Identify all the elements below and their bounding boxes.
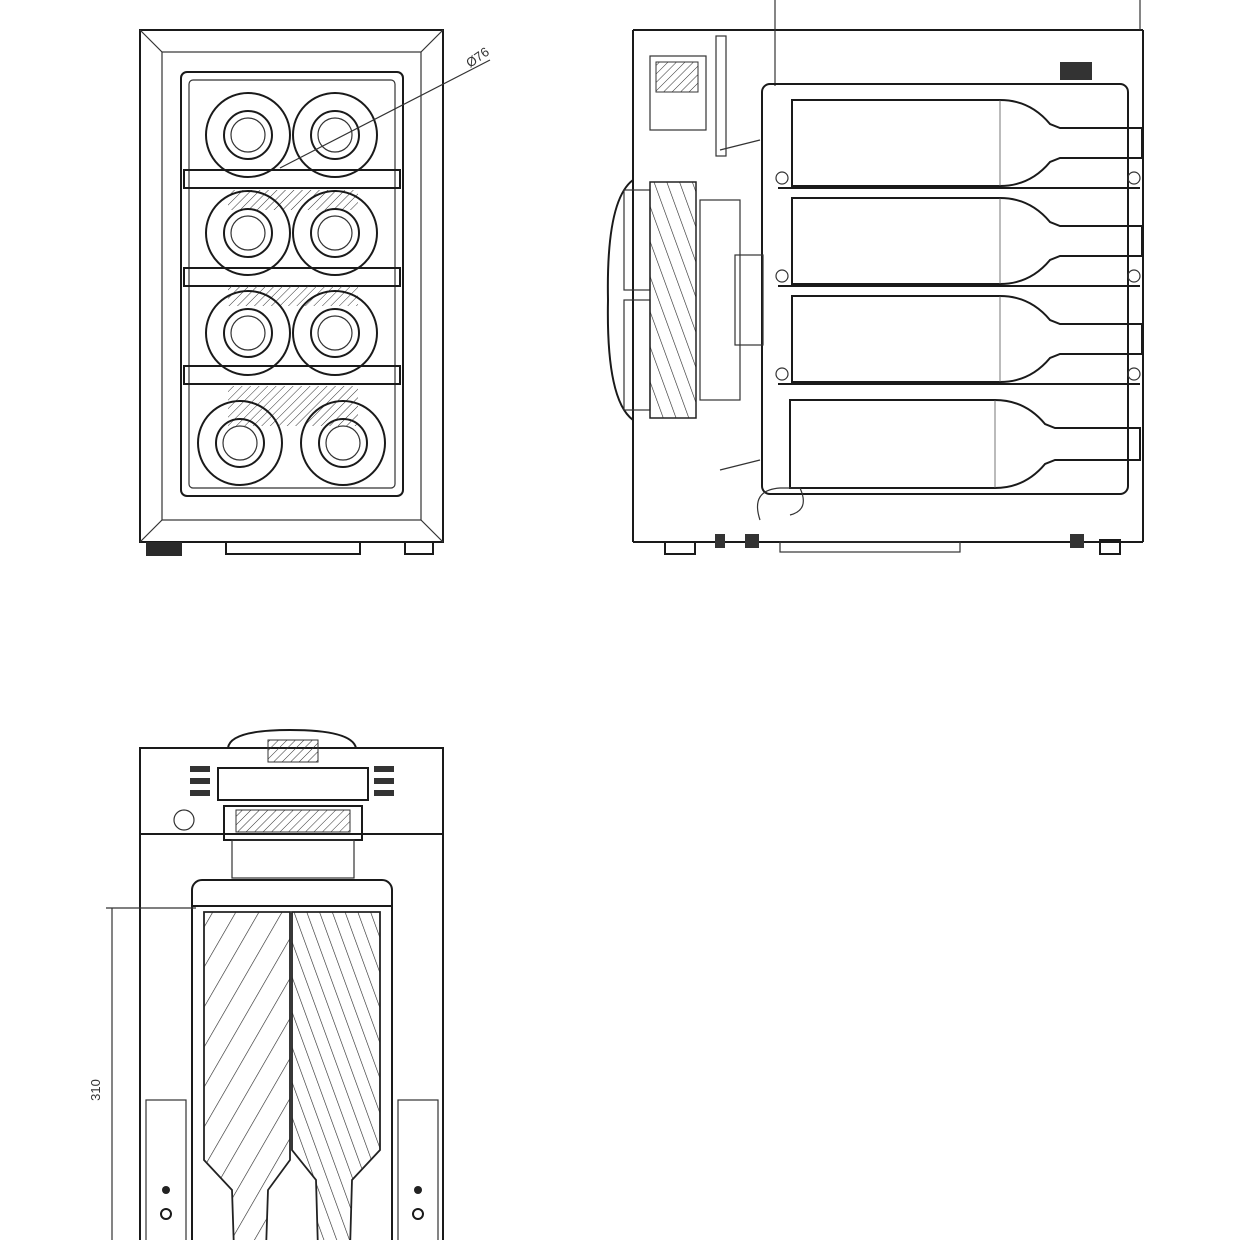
side-bottles — [789, 99, 1143, 489]
bottle-end — [292, 290, 378, 376]
cabinet-feet — [146, 541, 434, 556]
length-dimension-label: 310 — [88, 1079, 103, 1101]
dimension-leader — [279, 59, 491, 169]
bottle-end — [292, 92, 378, 178]
side-shelves — [775, 171, 1141, 385]
bottle-side — [791, 197, 1143, 285]
bottle-top — [203, 911, 291, 1240]
top-bottles — [203, 911, 381, 1240]
side-feet — [664, 534, 1121, 555]
bottle-top — [291, 911, 381, 1240]
bottle-ends — [197, 92, 386, 486]
glass-window — [180, 71, 404, 497]
bottle-end — [292, 190, 378, 276]
mount-holes — [160, 1186, 424, 1220]
top-liner — [191, 879, 393, 1240]
door-handle-profile — [606, 179, 634, 421]
fan-housing — [227, 728, 357, 749]
bottle-end — [205, 190, 291, 276]
bottle-side — [789, 399, 1141, 489]
front-view: Ø76 — [139, 29, 492, 556]
bottle-side — [791, 99, 1143, 187]
bottle-end — [205, 290, 291, 376]
inner-liner — [761, 83, 1129, 495]
bottle-side — [791, 295, 1143, 383]
bottom-view: 310 — [88, 728, 444, 1240]
shelf — [183, 365, 401, 385]
bottle-end — [197, 400, 283, 486]
door-frame-inner — [161, 51, 422, 521]
heatsink — [649, 181, 697, 419]
bottle-end — [205, 92, 291, 178]
shelf — [183, 267, 401, 287]
side-view — [606, 0, 1144, 555]
control-knob — [1060, 62, 1092, 80]
vent-slots — [190, 766, 394, 796]
shelf — [183, 169, 401, 189]
bottle-end — [300, 400, 386, 486]
